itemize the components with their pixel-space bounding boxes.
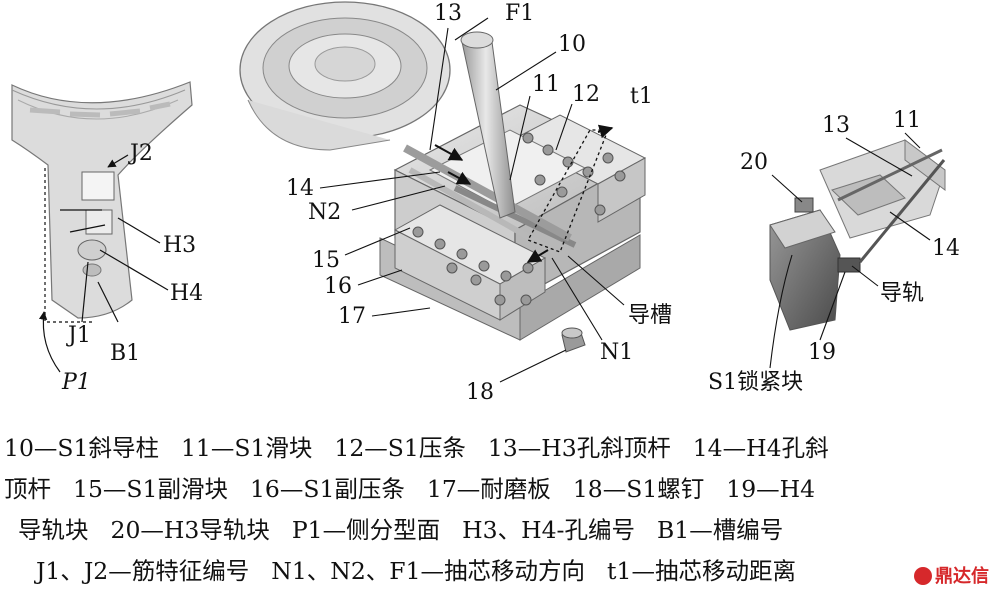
caption-item: 15—S1副滑块	[73, 475, 228, 503]
label-c14: 14	[286, 176, 314, 201]
caption-item: 导轨块	[18, 516, 89, 544]
label-c15: 15	[312, 248, 340, 273]
leader-r11	[904, 132, 921, 149]
leader-c16	[357, 269, 403, 286]
caption-row-4: J1、J2—筋特征编号 N1、N2、F1—抽芯移动方向 t1—抽芯移动距离	[4, 551, 997, 592]
caption-item: 20—H3导轨块	[110, 516, 270, 544]
label-rrail: 导轨	[880, 281, 925, 306]
leader-cF1	[454, 17, 489, 41]
caption-item: 19—H4	[726, 475, 816, 503]
label-c12: 12	[572, 82, 600, 107]
caption-item: B1—槽编号	[656, 516, 784, 544]
caption-item: 11—S1滑块	[180, 434, 313, 462]
watermark-logo: 鼎达信	[910, 565, 993, 589]
left-part-detail	[11, 81, 193, 323]
caption-row-3: 导轨块 20—H3导轨块 P1—侧分型面 H3、H4-孔编号 B1—槽编号	[4, 510, 997, 551]
label-c16: 16	[324, 274, 352, 299]
leader-cN1	[551, 257, 603, 341]
label-c13: 13	[434, 1, 462, 26]
caption-item: 14—H4孔斜	[692, 434, 829, 462]
leader-c10	[495, 51, 557, 91]
caption-item: t1—抽芯移动距离	[607, 557, 796, 585]
label-c18: 18	[466, 380, 494, 405]
label-b1: B1	[110, 341, 141, 366]
leader-c15	[344, 227, 411, 256]
right-lock-detail	[769, 139, 946, 331]
leader-r20	[771, 174, 803, 203]
caption-row-1: 10—S1斜导柱 11—S1滑块 12—S1压条 13—H3孔斜顶杆 14—H4孔斜	[4, 428, 997, 469]
figure-caption: 10—S1斜导柱 11—S1滑块 12—S1压条 13—H3孔斜顶杆 14—H4孔斜 顶…	[4, 428, 997, 592]
label-h3: H3	[163, 233, 197, 258]
leader-c14	[319, 171, 441, 189]
label-r19: 19	[808, 340, 836, 365]
label-h4: H4	[170, 281, 204, 306]
caption-item: N1、N2、F1—抽芯移动方向	[271, 557, 586, 585]
label-j1: J1	[68, 323, 91, 348]
caption-item: 10—S1斜导柱	[4, 434, 159, 462]
label-c11: 11	[532, 72, 560, 97]
leader-cN2	[351, 185, 446, 211]
label-ct1: t1	[630, 84, 653, 109]
leader-r14	[889, 211, 931, 241]
leader-r19	[819, 271, 846, 341]
label-j2: J2	[130, 141, 153, 166]
logo-icon	[914, 567, 932, 585]
caption-item: 18—S1螺钉	[572, 475, 705, 503]
leader-r13	[845, 137, 913, 177]
leader-h3	[117, 217, 161, 244]
caption-item: 顶杆	[4, 475, 51, 503]
caption-item: J1、J2—筋特征编号	[36, 557, 250, 585]
caption-item: H3、H4-孔编号	[462, 516, 635, 544]
leader-c13	[429, 27, 449, 151]
leader-c18	[499, 349, 567, 383]
leader-b1	[97, 281, 119, 323]
caption-item: 17—耐磨板	[426, 475, 551, 503]
leader-cgroove	[567, 255, 625, 306]
label-rs1: S1锁紧块	[708, 370, 804, 395]
label-cgroove: 导槽	[628, 303, 673, 328]
label-p1: P1	[62, 370, 91, 395]
leader-p1	[38, 311, 61, 373]
leader-j2	[107, 154, 129, 168]
label-r11: 11	[893, 108, 921, 133]
label-r20: 20	[740, 150, 768, 175]
leader-h4	[99, 249, 169, 291]
label-c17: 17	[338, 304, 366, 329]
leader-j1	[81, 261, 89, 323]
label-cN2: N2	[308, 200, 342, 225]
watermark-text: 鼎达信	[935, 566, 989, 587]
label-r14: 14	[932, 236, 960, 261]
center-assembly	[239, 1, 647, 353]
leader-c11	[509, 95, 531, 181]
label-r13: 13	[822, 113, 850, 138]
caption-item: P1—侧分型面	[291, 516, 441, 544]
caption-item: 12—S1压条	[334, 434, 466, 462]
caption-item: 13—H3孔斜顶杆	[487, 434, 671, 462]
leader-c12	[555, 103, 573, 151]
leader-rrail	[851, 265, 879, 287]
label-c10: 10	[558, 32, 586, 57]
label-cF1: F1	[505, 1, 535, 26]
leader-c17	[371, 307, 431, 317]
leader-rs1	[769, 254, 793, 369]
mechanism-illustration	[11, 1, 946, 383]
caption-row-2: 顶杆 15—S1副滑块 16—S1副压条 17—耐磨板 18—S1螺钉 19—H4	[4, 469, 997, 510]
label-cN1: N1	[600, 340, 634, 365]
caption-item: 16—S1副压条	[249, 475, 405, 503]
